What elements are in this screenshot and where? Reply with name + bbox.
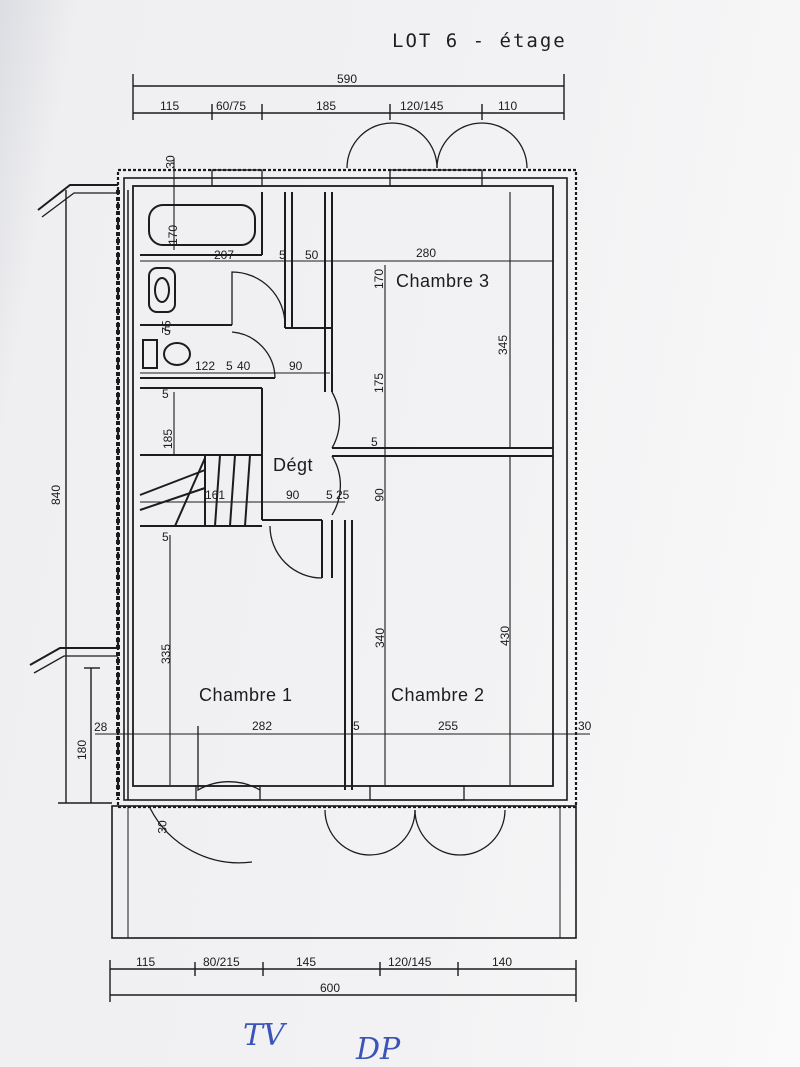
dim-335: 335 <box>159 643 174 665</box>
dim-280: 280 <box>416 246 437 260</box>
dim-top-2: 60/75 <box>216 99 247 113</box>
outer-walls <box>29 168 578 939</box>
dim-5-f: 5 <box>162 530 169 544</box>
dim-top-5: 110 <box>498 99 518 113</box>
room-label-chambre-3: Chambre 3 <box>396 271 490 291</box>
dim-bottom-2: 80/215 <box>203 955 240 969</box>
dim-5-d: 5 <box>371 435 378 449</box>
dim-bottom-5: 140 <box>492 955 513 969</box>
dim-top-total: 590 <box>337 72 358 86</box>
interior-walls <box>139 192 553 790</box>
dim-5-e: 5 <box>326 488 333 502</box>
dim-5-b: 5 <box>226 359 233 373</box>
handwritten-initials-left: TV <box>243 1018 285 1053</box>
room-label-chambre-2: Chambre 2 <box>391 685 485 705</box>
handwritten-initials-right: DP <box>356 1032 401 1067</box>
dim-170-bath: 170 <box>166 224 181 246</box>
dim-left-840: 840 <box>49 484 64 506</box>
plan-title: LOT 6 - étage <box>392 30 567 52</box>
dim-430: 430 <box>498 625 513 647</box>
dim-bottom-total: 600 <box>320 981 341 995</box>
dim-bottom-4: 120/145 <box>388 955 432 969</box>
dim-bottom-3: 145 <box>296 955 317 969</box>
dim-left-28: 28 <box>94 720 108 734</box>
dim-175: 175 <box>372 372 387 394</box>
dim-left-180: 180 <box>75 739 90 761</box>
dim-185: 185 <box>161 428 176 450</box>
dim-90-b: 90 <box>286 488 300 502</box>
dim-25: 25 <box>336 488 350 502</box>
dim-5-g: 5 <box>353 719 360 733</box>
dim-30-right: 30 <box>578 719 592 733</box>
dim-282: 282 <box>252 719 273 733</box>
dim-90-a: 90 <box>289 359 303 373</box>
dim-top-3: 185 <box>316 99 337 113</box>
dim-bottom-1: 115 <box>136 955 156 969</box>
door-swings <box>149 122 528 864</box>
top-dimension-lines <box>132 74 565 120</box>
interior-dimension-lines <box>95 158 590 785</box>
dim-207: 207 <box>214 248 235 262</box>
dim-122: 122 <box>195 359 216 373</box>
dim-170-c3: 170 <box>372 268 387 290</box>
room-label-chambre-1: Chambre 1 <box>199 685 293 705</box>
window-frames <box>195 169 483 801</box>
dim-5-a: 5 <box>279 248 286 262</box>
room-label-degagement: Dégt <box>273 455 314 475</box>
dim-255: 255 <box>438 719 459 733</box>
dim-30-top: 30 <box>163 155 178 169</box>
dim-90-c: 90 <box>372 488 387 502</box>
dim-345: 345 <box>496 334 511 356</box>
dim-5-c: 5 <box>162 387 169 401</box>
dim-40: 40 <box>237 359 251 373</box>
bottom-dimension-lines <box>109 960 577 1002</box>
left-dimension-lines <box>58 190 112 804</box>
dim-50: 50 <box>305 248 319 262</box>
dim-161: 161 <box>205 488 226 502</box>
dim-340: 340 <box>373 627 388 649</box>
dim-30-balcony: 30 <box>155 820 170 834</box>
dim-top-4: 120/145 <box>400 99 444 113</box>
dim-5-wc: 5 <box>164 324 171 338</box>
dim-top-1: 115 <box>160 99 180 113</box>
